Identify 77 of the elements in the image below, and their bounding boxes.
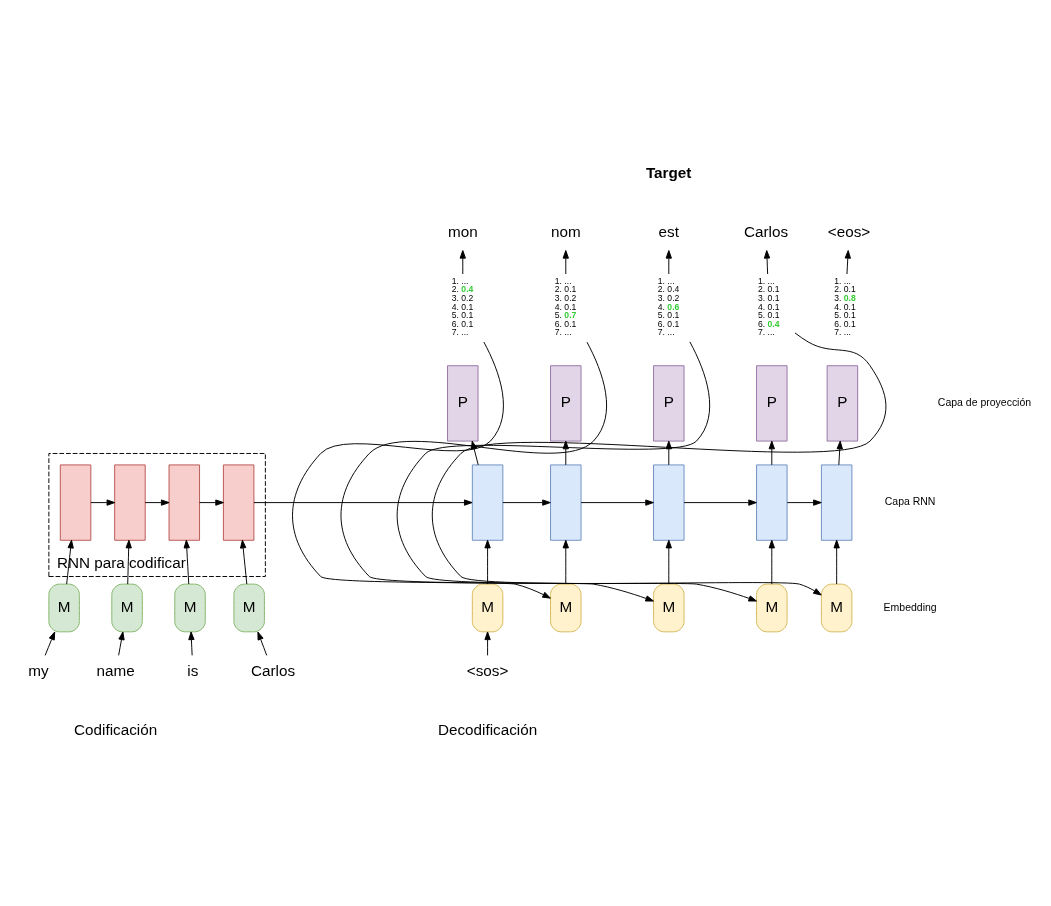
arrow (683, 499, 757, 506)
label: Target (645, 163, 692, 181)
arrow (836, 440, 843, 466)
node-text: nom (550, 222, 581, 240)
arrow (665, 539, 672, 585)
node-box: M (756, 583, 788, 633)
arrow (484, 631, 491, 656)
node-text: est (658, 222, 679, 240)
arrow (199, 499, 224, 506)
node-text: is (187, 662, 199, 680)
arrow (183, 539, 190, 585)
label: Decodificación (437, 720, 538, 738)
node-box (114, 464, 146, 541)
arrow (144, 499, 170, 506)
node-box: P (447, 365, 479, 442)
arrow (763, 250, 771, 275)
label: Capa RNN (884, 496, 936, 508)
arrow (253, 499, 473, 506)
arrow (580, 499, 654, 506)
arrow (562, 539, 569, 585)
node-text: Carlos (250, 662, 296, 680)
node-box: M (820, 583, 853, 633)
node-text: 1. ... 2. 0.1 3. 0.2 4. 0.1 5. 0.7 6. 0.1 7. ... (554, 275, 577, 338)
arrow (240, 539, 248, 585)
arrow (292, 341, 551, 599)
node-text: Carlos (744, 222, 789, 240)
node-box: M (653, 583, 685, 633)
node-box: M (48, 583, 80, 633)
node-box: M (550, 583, 582, 633)
node-text: 1. ... 2. 0.4 3. 0.2 4. 0.1 5. 0.1 6. 0.1 7. ... (451, 275, 474, 338)
node-box: P (653, 365, 685, 442)
node-text: mon (447, 222, 478, 240)
node-box: M (233, 583, 265, 633)
arrow (562, 250, 569, 275)
node-box (653, 464, 685, 541)
node-box (59, 464, 92, 541)
node-text: 1. ... 2. 0.4 3. 0.2 4. 0.6 5. 0.1 6. 0.1 7. ... (657, 275, 680, 338)
node-text: 1. ... 2. 0.1 3. 0.1 4. 0.1 5. 0.1 6. 0.4 7. ... (757, 275, 780, 338)
arrow (396, 341, 757, 602)
arrow (257, 631, 268, 656)
arrow (844, 250, 851, 275)
arrow (665, 250, 672, 275)
arrow (340, 341, 654, 602)
arrow (125, 539, 132, 585)
arrow (118, 631, 125, 656)
arrow (768, 440, 775, 466)
node-box: P (550, 365, 582, 442)
node-box: M (111, 583, 143, 633)
arrow (188, 631, 195, 656)
node-text: my (28, 662, 49, 680)
node-box (168, 464, 201, 541)
node-box: M (174, 583, 206, 633)
node-box (820, 464, 853, 541)
label: Embedding (883, 601, 937, 613)
arrow (502, 499, 551, 506)
arrow (44, 631, 56, 656)
label: Capa de proyección (937, 397, 1032, 409)
node-box (471, 464, 504, 541)
node-text: <sos> (466, 662, 509, 680)
node-text: 1. ... 2. 0.1 3. 0.8 4. 0.1 5. 0.1 6. 0.1 7. ... (834, 275, 856, 338)
node-box (222, 464, 255, 541)
arrow (66, 539, 74, 585)
node-text: name (96, 662, 135, 680)
arrow (768, 539, 775, 585)
node-box (550, 464, 582, 541)
arrow (833, 539, 840, 585)
node-text: <eos> (827, 222, 871, 240)
arrow (431, 332, 887, 596)
node-box: P (756, 365, 788, 442)
cluster: RNN para codificar (48, 453, 266, 577)
node-box: P (826, 365, 859, 442)
arrow (90, 499, 116, 506)
arrow (459, 250, 466, 275)
arrow (786, 499, 822, 506)
node-box: M (471, 583, 504, 633)
node-box (756, 464, 788, 541)
label: Codificación (74, 720, 158, 738)
